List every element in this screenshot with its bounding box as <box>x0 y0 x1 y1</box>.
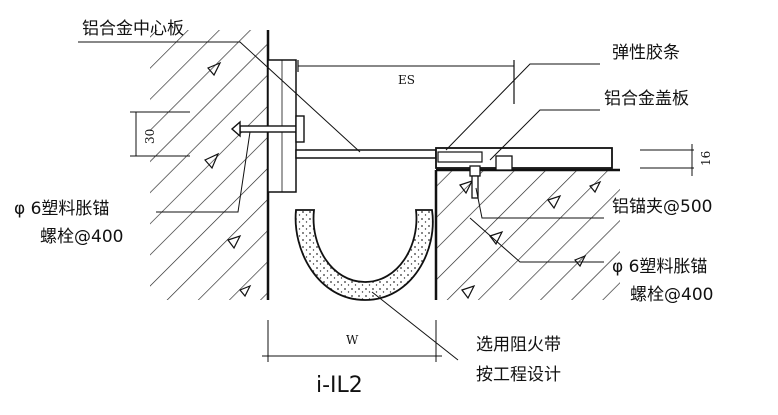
label-fire-belt-1: 选用阻火带 <box>476 335 561 355</box>
label-cover-plate: 铝合金盖板 <box>604 89 689 109</box>
label-fire-belt-2: 按工程设计 <box>476 365 561 385</box>
thickness-16-dimension: 16 <box>640 144 713 176</box>
dim-w: W <box>346 333 359 347</box>
label-anchor-right-1: φ 6塑料胀锚 <box>612 257 707 277</box>
label-clamp: 铝锚夹@500 <box>612 197 712 217</box>
es-dimension: ES <box>297 60 515 104</box>
drawing-caption: i-IL2 <box>316 373 363 398</box>
dim-30: 30 <box>143 129 157 144</box>
label-elastic-strip: 弹性胶条 <box>612 43 680 63</box>
fire-stop-belt <box>294 209 434 301</box>
dim-es: ES <box>398 73 415 87</box>
label-anchor-right-2: 螺栓@400 <box>630 285 713 305</box>
thickness-30-dimension: 30 <box>130 111 190 157</box>
right-anchor-bolt <box>469 165 481 199</box>
right-slab <box>434 168 620 300</box>
cover-plate <box>435 147 613 171</box>
left-anchor-bolt <box>230 115 305 143</box>
leader-lines <box>78 41 604 361</box>
label-center-plate: 铝合金中心板 <box>82 19 184 39</box>
label-anchor-left-1: φ 6塑料胀锚 <box>14 199 109 219</box>
left-wall <box>150 30 270 300</box>
width-dimension: W <box>262 320 442 362</box>
dim-16: 16 <box>699 151 713 166</box>
label-anchor-left-2: 螺栓@400 <box>40 227 123 247</box>
